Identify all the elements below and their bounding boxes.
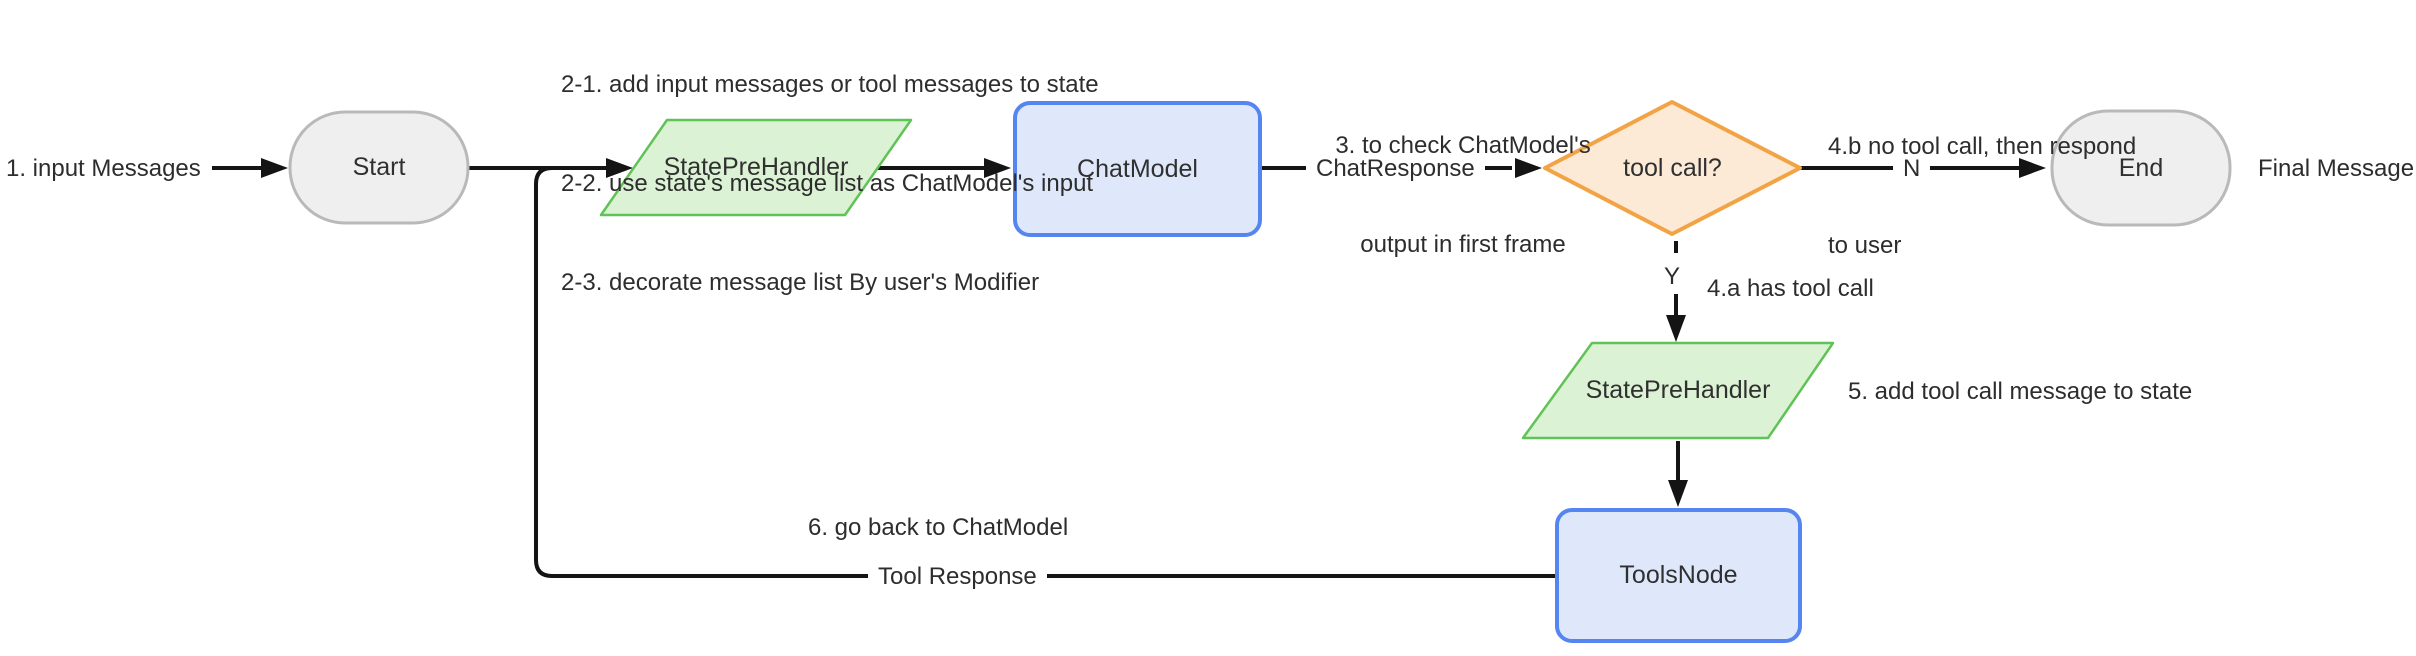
chatmodel-node-label: ChatModel — [1077, 154, 1198, 183]
toolcall-decision-label: tool call? — [1623, 153, 1722, 182]
stateprehandler2-node-label: StatePreHandler — [1585, 376, 1771, 404]
step4a-annotation: 4.a has tool call — [1707, 275, 1874, 302]
tool-response-label: Tool Response — [868, 560, 1047, 593]
step5-annotation: 5. add tool call message to state — [1848, 378, 2193, 405]
input-messages-label: 1. input Messages — [6, 155, 201, 182]
step4b-annotation: 4.b no tool call, then respond to user — [1828, 64, 2136, 328]
toolsnode-node-shape — [1555, 508, 1802, 643]
step2-line3: 2-3. decorate message list By user's Mod… — [561, 269, 1040, 296]
edge-toolcall-to-stateprehandler2 — [1666, 241, 1686, 342]
yes-branch-label: Y — [1664, 263, 1681, 290]
toolcall-decision-shape — [1543, 100, 1802, 236]
step4b-line1: 4.b no tool call, then respond — [1828, 133, 2137, 160]
chatmodel-node-shape — [1013, 101, 1262, 237]
edge-toolsnode-loop-back — [534, 166, 1557, 578]
end-node-label: End — [2118, 153, 2164, 182]
step3-line1: 3. to check ChatModel's — [1335, 132, 1591, 159]
step2-line2: 2-2. use state's message list as ChatMod… — [561, 170, 1094, 197]
step6-annotation: 6. go back to ChatModel — [808, 514, 1069, 541]
start-node-shape — [288, 110, 470, 225]
step2-line1: 2-1. add input messages or tool messages… — [561, 71, 1099, 98]
edge-stateprehandler2-to-toolsnode — [1668, 441, 1688, 507]
edge-input-to-start — [212, 158, 288, 178]
no-branch-label: N — [1893, 152, 1931, 185]
stateprehandler2-node-shape — [1521, 341, 1835, 440]
step2-annotation: 2-1. add input messages or tool messages… — [561, 2, 1099, 365]
end-node-shape — [2050, 109, 2232, 227]
step3-annotation: 3. to check ChatModel's output in first … — [1263, 63, 1663, 327]
start-node-label: Start — [352, 153, 406, 181]
stateprehandler1-node-shape — [599, 118, 913, 217]
toolsnode-node-label: ToolsNode — [1619, 561, 1738, 589]
chat-response-label: ChatResponse — [1306, 152, 1485, 185]
stateprehandler1-node-label: StatePreHandler — [663, 153, 849, 181]
step3-line2: output in first frame — [1360, 231, 1566, 258]
final-message-label: Final Message — [2258, 155, 2415, 182]
step4b-line2: to user — [1828, 232, 1902, 259]
